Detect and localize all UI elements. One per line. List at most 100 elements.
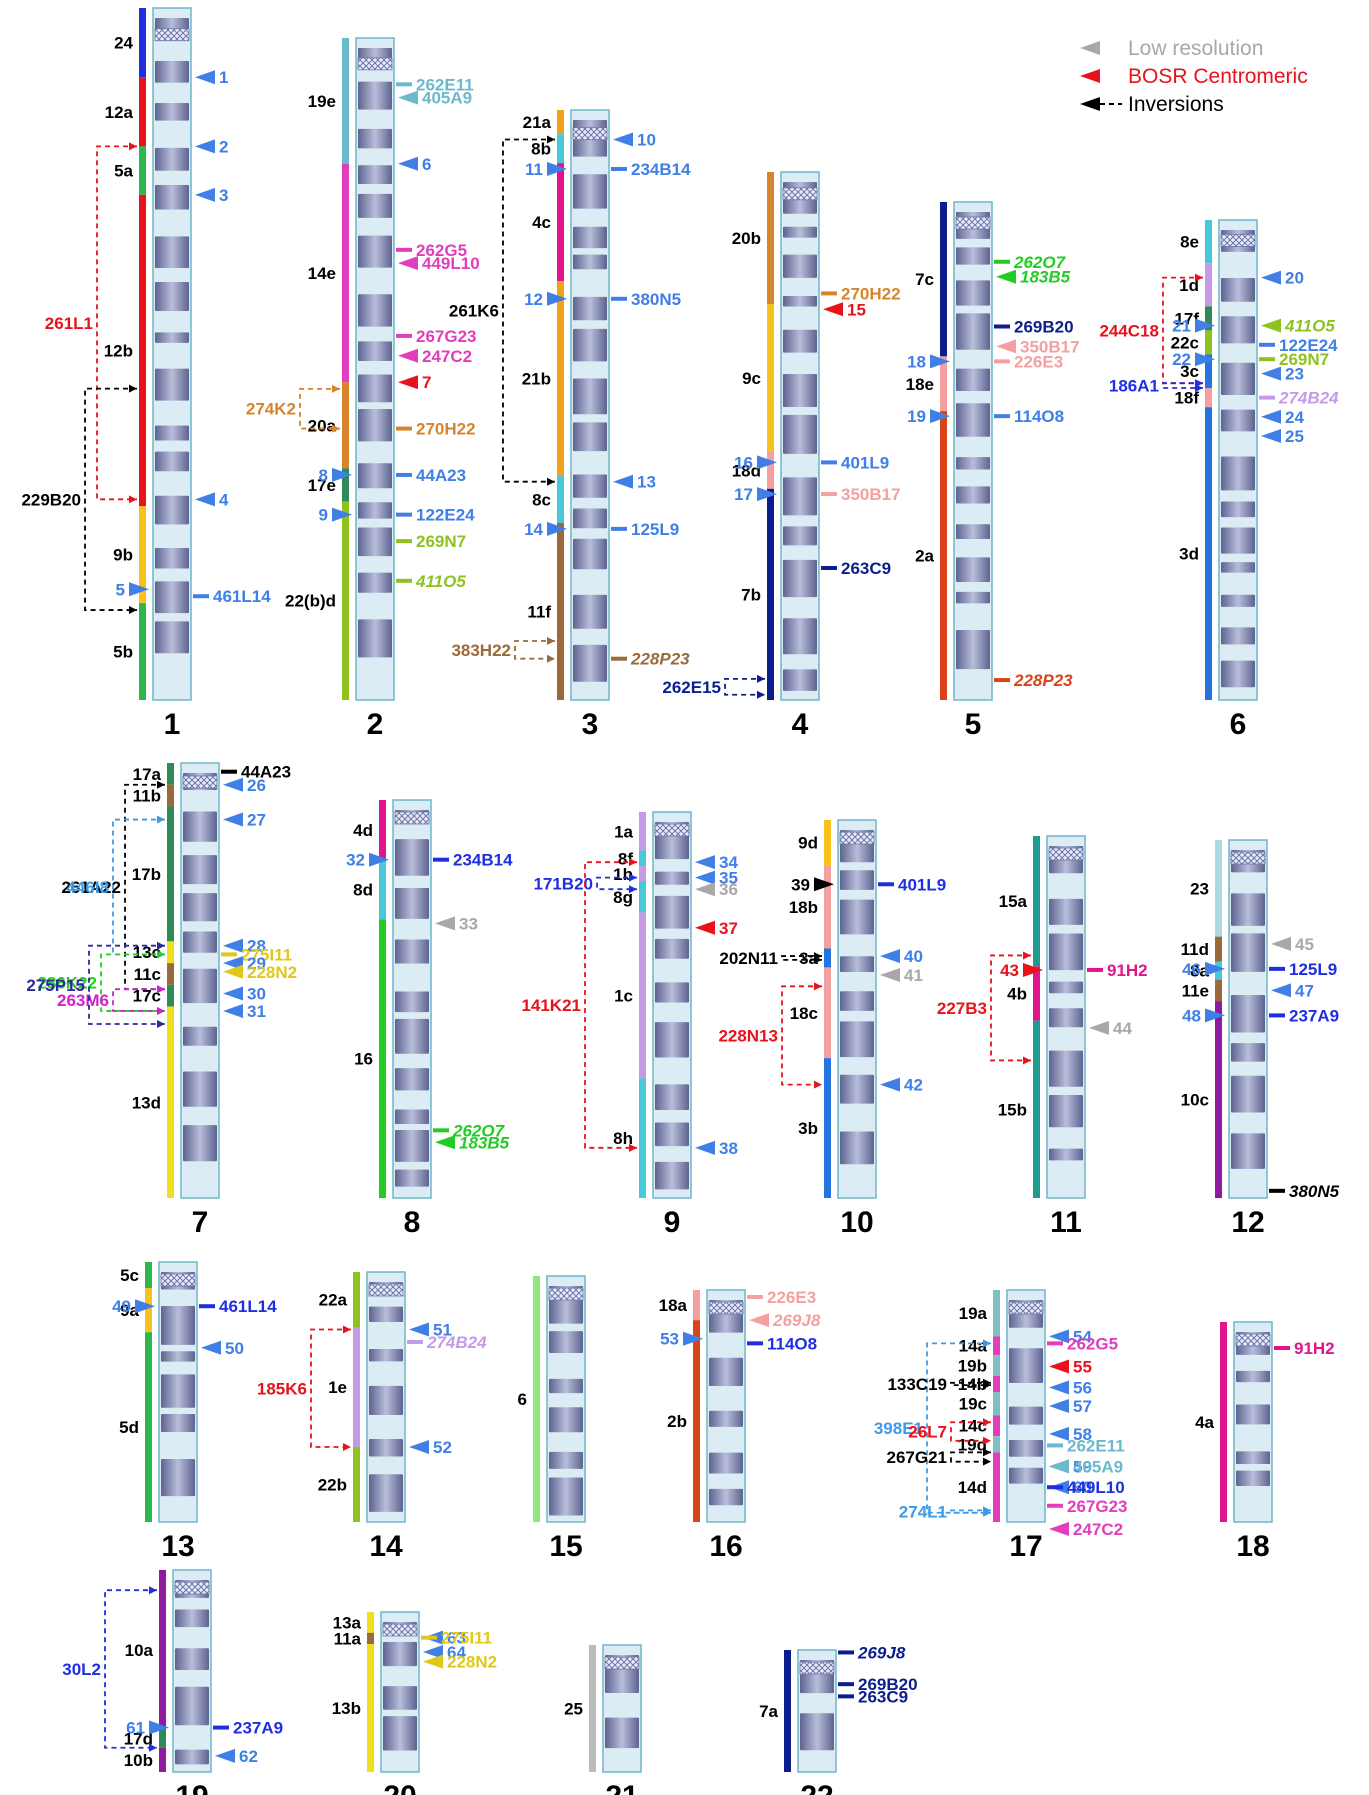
marker-label: 270H22 [416,420,476,439]
homology-segment [1205,388,1212,407]
inversion-arrowhead [629,1144,637,1152]
dark-band [155,236,189,268]
dark-band [1221,595,1255,607]
marker-label: 247C2 [1073,1520,1123,1539]
dark-band [783,374,817,407]
segment-label: 4b [1007,984,1027,1003]
dark-band [783,560,817,597]
marker-label: 269J8 [772,1311,821,1330]
dark-band [783,255,817,278]
marker-label: 52 [433,1438,452,1457]
marker-arrow [695,921,715,935]
marker-label: 36 [719,880,738,899]
dark-band [1049,1095,1083,1127]
segment-label: 20b [732,229,761,248]
dark-band [183,969,217,1003]
dark-band [573,174,607,208]
dark-band [783,669,817,691]
dark-band [395,1110,429,1124]
marker-label: 61 [126,1719,145,1738]
dark-band [358,502,392,518]
homology-segment [379,800,386,860]
homology-segment [993,1336,1000,1355]
marker-label: 228P23 [1013,671,1073,690]
dark-band [1231,1043,1265,1062]
homology-segment [379,860,386,920]
dark-band [573,255,607,270]
dark-band [1231,995,1265,1032]
dark-band [840,1021,874,1057]
homology-segment [767,304,774,452]
homology-segment [167,985,174,1007]
inversion-arrowhead [129,142,137,150]
marker-arrow [1261,319,1281,333]
dark-band [655,1162,689,1190]
dark-band [573,539,607,570]
dark-band [1236,1451,1270,1464]
homology-segment [1215,840,1222,937]
dark-band [183,855,217,884]
dark-band [358,194,392,218]
dark-band [161,1459,195,1496]
marker-arrow [195,70,215,84]
dark-band [1236,1371,1270,1382]
chromosome-number: 2 [367,708,384,741]
inversion-label: 261K6 [449,302,499,321]
homology-segment [159,1730,166,1748]
marker-label: 48 [1182,1006,1201,1025]
dark-band [1049,934,1083,971]
dark-band [161,1414,195,1432]
segment-label: 14d [958,1478,987,1497]
centromere [800,1662,834,1674]
centromere [1049,848,1083,860]
inversion-arrowhead [547,637,555,645]
chromosome-22: 7a22269J8269B20263C9 [759,1643,917,1795]
dark-band [358,341,392,361]
inversion-arrowhead [629,858,637,866]
dark-band [549,1331,583,1353]
homology-segment [367,1644,374,1772]
marker-label: 183B5 [1020,268,1071,287]
marker-label: 9 [319,506,328,525]
dark-band [358,375,392,403]
dark-band [369,1386,403,1415]
centromere [783,188,817,200]
dark-band [155,185,189,209]
marker-label: 228N2 [447,1653,497,1672]
marker-label: 380N5 [1289,1182,1340,1201]
centromere [709,1302,743,1314]
homology-segment [824,949,831,968]
segment-label: 25 [564,1700,583,1719]
dark-band [155,103,189,121]
segment-label: 10b [124,1751,153,1770]
marker-label: 405A9 [1073,1457,1123,1476]
marker-label: 122E24 [416,506,475,525]
marker-label: 45 [1295,935,1314,954]
marker-label: 49 [112,1297,131,1316]
inversion-arrowhead [157,942,165,950]
dark-band [155,581,189,613]
inversion-label: 229B20 [21,490,81,509]
homology-segment [1205,407,1212,700]
inversion-label: 262E15 [662,678,721,697]
homology-segment [342,164,349,382]
dark-band [800,1713,834,1750]
homology-segment [767,172,774,304]
chromosome-8: 4d8d16832234B1433262O7183B5 [346,800,513,1239]
marker-arrow [1049,1399,1069,1413]
marker-label: 26 [247,776,266,795]
dark-band [369,1349,403,1361]
chromosome-number: 7 [192,1206,209,1239]
segment-label: 21a [523,113,552,132]
chromosome-17: 19a14a19b14b19c14c19d14d1754262G55556575… [874,1290,1128,1563]
inversion-label: 202N11 [719,949,778,968]
marker-label: 15 [847,300,866,319]
marker-arrow [409,1440,429,1454]
segment-label: 19a [959,1304,988,1323]
dark-band [783,296,817,307]
homology-segment [557,110,564,134]
homology-segment [767,489,774,700]
chromosome-13: 5c9a5d1349461L1450 [112,1262,277,1563]
homology-segment [557,281,564,476]
